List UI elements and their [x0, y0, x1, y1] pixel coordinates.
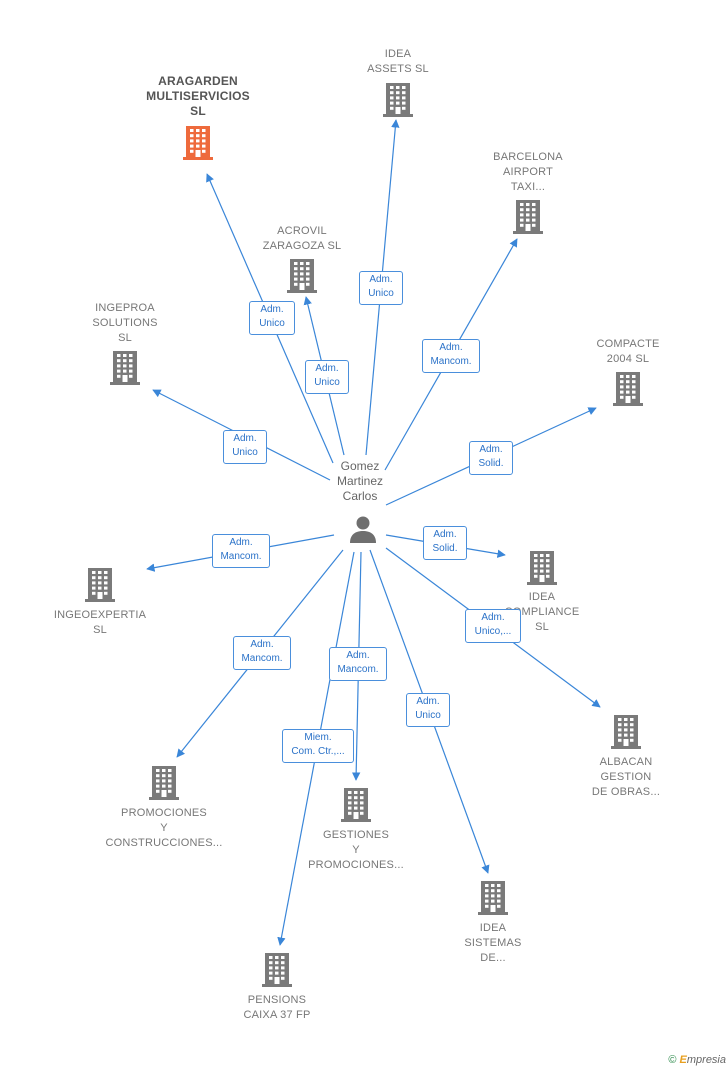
edge-label-idea-assets[interactable]: Adm. Unico: [359, 271, 403, 305]
building-icon: [109, 351, 141, 385]
edge-label-compacte[interactable]: Adm. Solid.: [469, 441, 513, 475]
building-icon: [182, 126, 214, 160]
company-name: GESTIONES Y PROMOCIONES...: [308, 829, 404, 871]
edge-label-barcelona[interactable]: Adm. Mancom.: [422, 339, 480, 373]
company-name: ALBACAN GESTION DE OBRAS...: [591, 756, 661, 798]
company-name: IDEA COMPLIANCE SL: [504, 591, 580, 633]
company-name: IDEA ASSETS SL: [367, 48, 429, 75]
edge-label-pensions[interactable]: Miem. Com. Ctr.,...: [282, 729, 354, 763]
building-icon: [148, 766, 180, 800]
building-icon: [477, 881, 509, 915]
edge-label-ingeoexpertia[interactable]: Adm. Mancom.: [212, 534, 270, 568]
edge-label-gestiones[interactable]: Adm. Mancom.: [329, 647, 387, 681]
edge-label-albacan[interactable]: Adm. Unico,...: [465, 609, 521, 643]
building-icon: [526, 551, 558, 585]
building-icon: [612, 372, 644, 406]
edge-label-idea-sistemas[interactable]: Adm. Unico: [406, 693, 450, 727]
edge-label-promociones[interactable]: Adm. Mancom.: [233, 636, 291, 670]
building-icon: [610, 715, 642, 749]
person-name: Gomez Martinez Carlos: [336, 459, 383, 503]
company-name: PENSIONS CAIXA 37 FP: [243, 994, 311, 1021]
building-icon: [261, 953, 293, 987]
edge-label-acrovil[interactable]: Adm. Unico: [305, 360, 349, 394]
company-name: INGEOEXPERTIA SL: [53, 609, 147, 636]
company-name: BARCELONA AIRPORT TAXI...: [493, 151, 563, 193]
company-name: ARAGARDEN MULTISERVICIOS SL: [146, 74, 250, 118]
edge-label-aragarden[interactable]: Adm. Unico: [249, 301, 295, 335]
company-name: COMPACTE 2004 SL: [596, 338, 660, 365]
company-name: ACROVIL ZARAGOZA SL: [262, 225, 342, 252]
building-icon: [84, 568, 116, 602]
building-icon: [340, 788, 372, 822]
company-name: INGEPROA SOLUTIONS SL: [92, 302, 158, 344]
edge-label-ingeproa[interactable]: Adm. Unico: [223, 430, 267, 464]
edge-label-idea-compliance[interactable]: Adm. Solid.: [423, 526, 467, 560]
person-icon: [350, 516, 376, 543]
copyright-icon: ©: [668, 1054, 677, 1066]
footer-brand[interactable]: © Empresia: [668, 1054, 726, 1066]
brand-name: mpresia: [686, 1054, 726, 1066]
building-icon: [286, 259, 318, 293]
brand-initial: E: [679, 1054, 687, 1066]
company-name: PROMOCIONES Y CONSTRUCCIONES...: [105, 807, 223, 849]
building-icon: [382, 83, 414, 117]
company-name: IDEA SISTEMAS DE...: [464, 922, 522, 964]
building-icon: [512, 200, 544, 234]
